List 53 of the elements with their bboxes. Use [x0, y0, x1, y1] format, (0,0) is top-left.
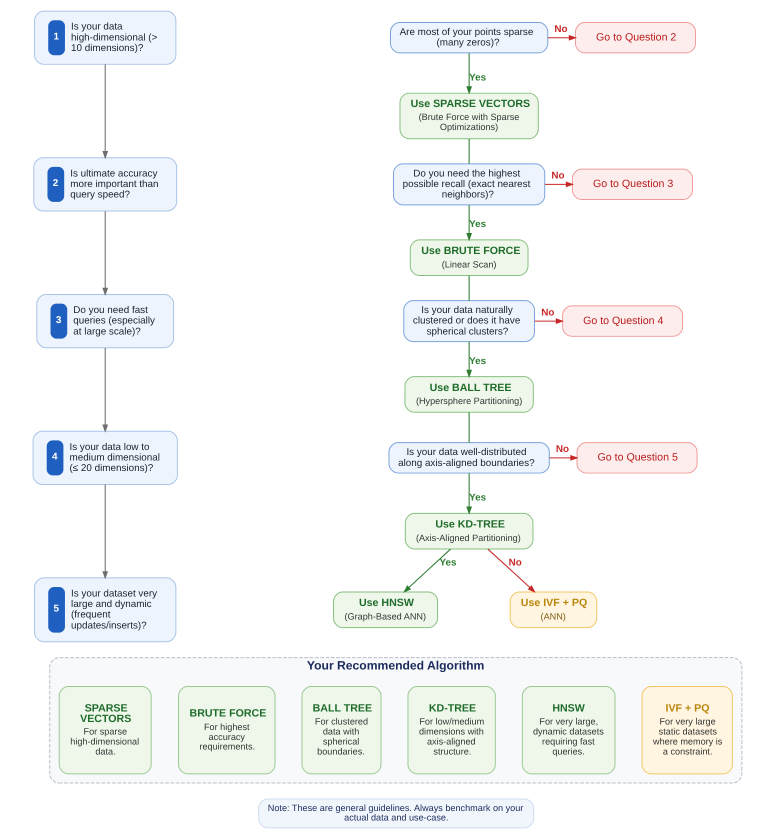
edge-label: Yes [468, 356, 486, 367]
node-box: Use BRUTE FORCE (Linear Scan) [409, 239, 528, 276]
node-box: Use BALL TREE (Hypersphere Partitioning) [404, 376, 534, 413]
node-box: Are most of your points sparse (many zeros)? [390, 22, 548, 54]
edge-label: No [550, 170, 564, 182]
node-box: Note: These are general guidelines. Always benchmark on your actual data and use-case. [258, 798, 534, 828]
arrow [466, 204, 472, 242]
arrow [534, 318, 564, 324]
edge-label: No [540, 307, 554, 318]
node-box: Is your data well-distributed along axis-aligned boundaries? [388, 442, 550, 474]
node-box: Go to Question 2 [574, 22, 696, 54]
node-box: Do you need the highest possible recall (exact nearest neighbors)? [392, 163, 545, 206]
node-box: Go to Question 4 [562, 305, 683, 337]
node-box: Is your data naturally clustered or does it have spherical clusters? [402, 300, 534, 342]
connector [468, 139, 470, 164]
arrow [102, 64, 108, 160]
edge-label: Yes [468, 219, 486, 230]
arrow [102, 348, 108, 433]
arrow [486, 548, 536, 593]
node-box: Use HNSW (Graph-Based ANN) [332, 591, 438, 628]
node-box: 5 Is your dataset very large and dynamic (frequent updates/inserts)? [34, 577, 176, 642]
edge-label: Yes [468, 72, 486, 84]
edge-label: Yes [468, 492, 486, 504]
node-box: 4 Is your data low to medium dimensional (≤ 20 dimensions)? [32, 430, 178, 485]
arrow [544, 181, 574, 188]
edge-label: No [555, 444, 569, 456]
arrow [102, 211, 108, 296]
node-box: Use IVF + PQ (ANN) [509, 591, 597, 628]
node-box: Go to Question 3 [571, 168, 692, 200]
node-box: Use SPARSE VECTORS (Brute Force with Sparse Optimizations) [399, 92, 538, 140]
connector [468, 412, 470, 443]
connector [468, 276, 470, 301]
node-box: 2 Is ultimate accuracy more important than query speed? [32, 157, 177, 212]
arrow [547, 34, 577, 41]
edge-label: No [554, 24, 568, 35]
arrow [466, 342, 472, 378]
arrow [466, 53, 472, 95]
node-box: 3 Do you need fast queries (especially at large scale)? [36, 294, 174, 348]
node-box: IVF + PQ For very large static datasets where memory is a constraint. [640, 686, 732, 774]
arrow [102, 484, 108, 580]
node-box: HNSW For very large, dynamic datasets requiring fast queries. [521, 686, 615, 774]
edge-label: No [508, 557, 522, 568]
arrow [466, 473, 472, 515]
node-box: BALL TREE For clustered data with spherical boundaries. [301, 686, 381, 774]
arrow [402, 548, 450, 593]
node-box: Go to Question 5 [576, 442, 698, 474]
node-box: SPARSE VECTORS For sparse high-dimensional data. [58, 686, 152, 774]
node-box: BRUTE FORCE For highest accuracy requirements. [178, 686, 276, 774]
node-box: Use KD-TREE (Axis-Aligned Partitioning) [404, 512, 533, 550]
edge-label: Yes [439, 557, 456, 568]
node-box: 1 Is your data high-dimensional (> 10 dimensions)? [34, 10, 176, 65]
arrow [548, 454, 578, 461]
node-box: KD-TREE For low/medium dimensions with axis-aligned structure. [406, 686, 496, 774]
